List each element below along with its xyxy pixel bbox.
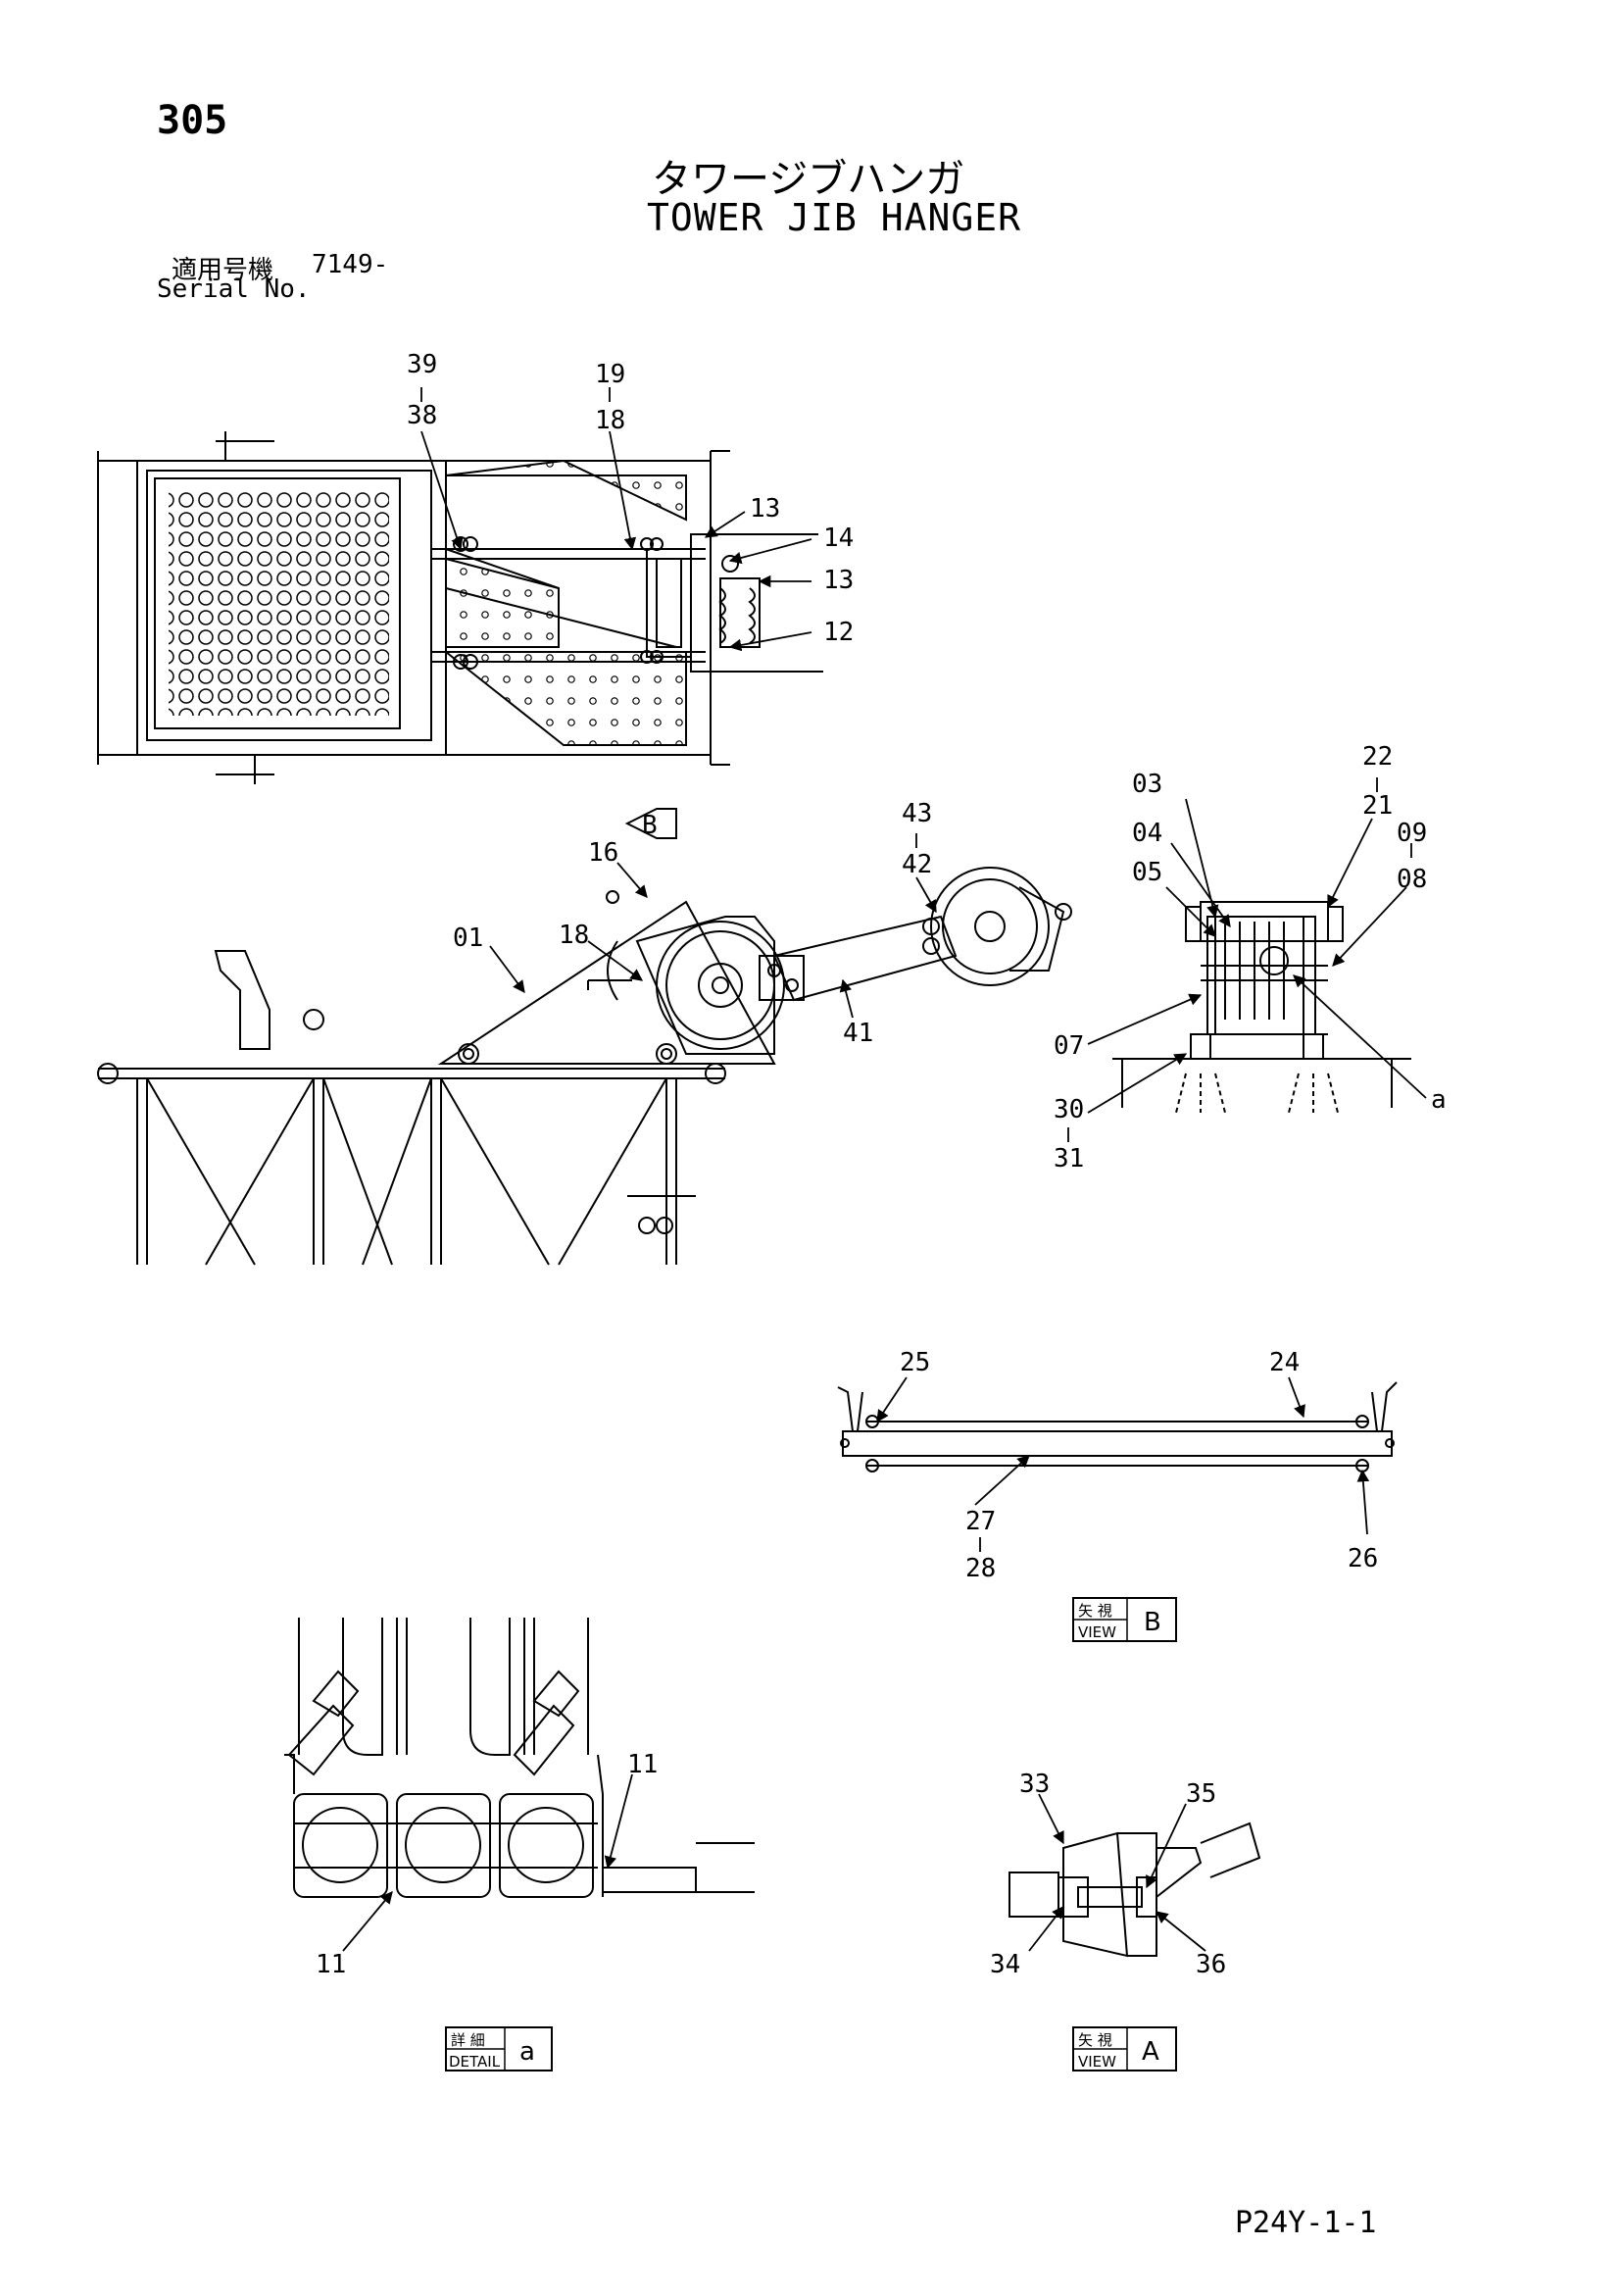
callout-07: 07: [1054, 1031, 1084, 1061]
callout-42: 42: [902, 850, 932, 879]
callout-13: 13: [823, 566, 854, 595]
view-a-jp: 矢 視: [1078, 2031, 1112, 2049]
page-number: 305: [157, 98, 228, 143]
callout-39: 39: [407, 350, 437, 379]
callout-34: 34: [990, 1950, 1020, 1979]
detail-a-en: DETAIL: [449, 2053, 501, 2071]
view-b-letter: B: [1144, 1608, 1161, 1637]
callout-22: 22: [1362, 742, 1393, 772]
title-japanese: タワージブハンガ: [652, 157, 965, 202]
title-english: TOWER JIB HANGER: [647, 196, 1022, 239]
serial-label-japanese: 適用号機: [172, 256, 274, 285]
detail-a-label: 詳 細 DETAIL a: [445, 2026, 553, 2071]
end-view: [1112, 901, 1411, 1114]
callout-36: 36: [1196, 1950, 1226, 1979]
callout-43: 43: [902, 799, 932, 828]
view-b-label: 矢 視 VIEW B: [1072, 1597, 1177, 1642]
view-b-arrow-letter: B: [642, 811, 658, 840]
callout-11: 11: [316, 1950, 346, 1979]
side-elevation-view: [97, 808, 1072, 1266]
callout-05: 05: [1132, 858, 1162, 887]
callout-11: 11: [627, 1750, 658, 1779]
view-a-letter: A: [1142, 2037, 1159, 2067]
callout-25: 25: [900, 1348, 930, 1377]
callout-03: 03: [1132, 770, 1162, 799]
callout-38: 38: [407, 401, 437, 430]
callout-18: 18: [595, 406, 625, 435]
callout-09: 09: [1397, 819, 1427, 848]
callout-08: 08: [1397, 865, 1427, 894]
callout-16: 16: [588, 838, 618, 868]
view-b-rail: [837, 1381, 1398, 1472]
callout-labels: 39 38 19 18 13 14 13 12 43 42 16 01 18 4…: [316, 350, 1447, 1979]
detail-a-drawing: [284, 1618, 755, 1898]
detail-a-letter: a: [519, 2037, 535, 2067]
detail-a-jp: 詳 細: [451, 2031, 485, 2049]
callout-28: 28: [965, 1554, 996, 1583]
document-code: P24Y-1-1: [1235, 2206, 1377, 2240]
callout-14: 14: [823, 524, 854, 553]
top-plan-view: [97, 431, 823, 784]
callout-24: 24: [1269, 1348, 1300, 1377]
view-b-en: VIEW: [1078, 1623, 1116, 1641]
callout-26: 26: [1348, 1544, 1378, 1573]
serial-label-english: Serial No.: [157, 275, 311, 304]
callout-31: 31: [1054, 1144, 1084, 1173]
callout-13: 13: [750, 494, 780, 524]
callout-33: 33: [1019, 1770, 1050, 1799]
view-b-jp: 矢 視: [1078, 1602, 1112, 1620]
callout-04: 04: [1132, 819, 1162, 848]
view-a-en: VIEW: [1078, 2053, 1116, 2071]
callout-18: 18: [559, 921, 589, 950]
callout-41: 41: [843, 1019, 873, 1048]
callout-27: 27: [965, 1507, 996, 1536]
serial-value: 7149-: [312, 250, 389, 279]
callout-35: 35: [1186, 1779, 1216, 1809]
view-a-fitting: [1008, 1822, 1261, 1958]
callout-12: 12: [823, 618, 854, 647]
view-a-label: 矢 視 VIEW A: [1072, 2026, 1177, 2071]
callout-21: 21: [1362, 791, 1393, 821]
leader-lines: [342, 387, 1427, 1952]
callout-30: 30: [1054, 1095, 1084, 1124]
callout-19: 19: [595, 360, 625, 389]
callout-01: 01: [453, 923, 483, 953]
callout-a: a: [1431, 1085, 1447, 1115]
